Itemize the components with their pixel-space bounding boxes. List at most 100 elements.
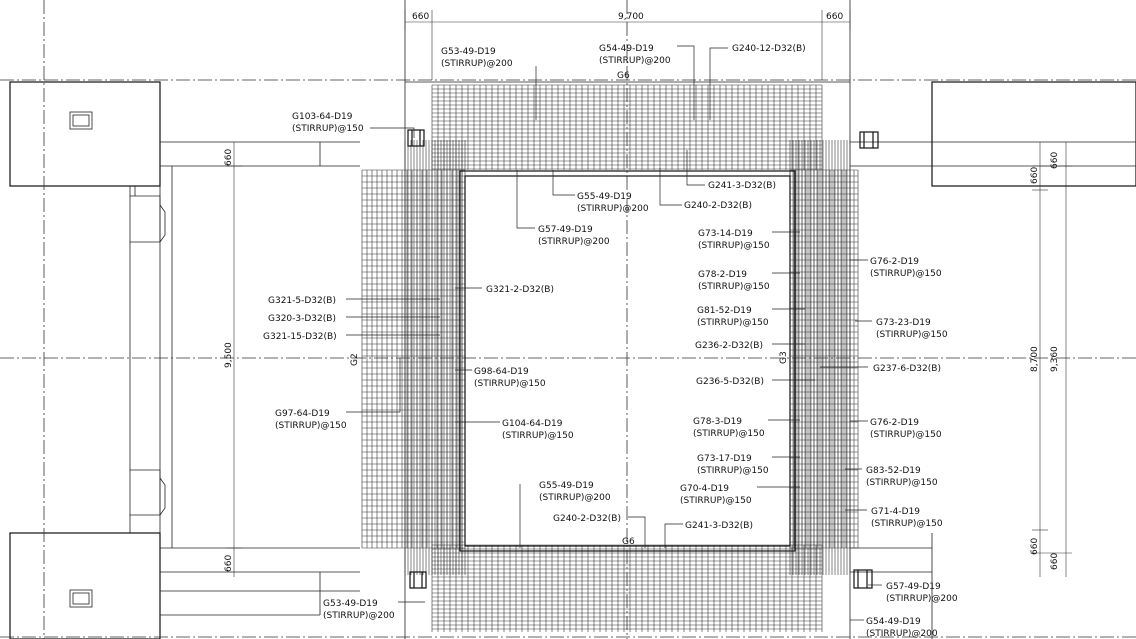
rebar-left-column (404, 140, 466, 575)
callout-bar-mark: G76-2-D19 (870, 257, 919, 267)
dim-top-mid: 9,700 (618, 12, 644, 22)
rebar-callout: G240-2-D32(B) (659, 168, 752, 211)
callout-bar-mark: G240-12-D32(B) (732, 44, 806, 54)
callout-bar-mark: G81-52-D19 (697, 306, 752, 316)
rebar-callout: G53-49-D19(STIRRUP)@200 (441, 47, 537, 120)
gridline-labels: G6 G6 G2 G3 (350, 71, 789, 547)
callout-bar-mark: G241-3-D32(B) (708, 181, 776, 191)
rebar-callout: G55-49-D19(STIRRUP)@200 (519, 481, 611, 548)
callout-bar-mark: G76-2-D19 (870, 418, 919, 428)
callout-stirrup-spacing: (STIRRUP)@200 (323, 611, 395, 621)
callout-stirrup-spacing: (STIRRUP)@200 (538, 237, 610, 247)
callout-stirrup-spacing: (STIRRUP)@200 (577, 204, 649, 214)
callout-bar-mark: G57-49-D19 (886, 582, 941, 592)
dim-left-top: 660 (224, 149, 234, 166)
callout-bar-mark: G54-49-D19 (599, 44, 654, 54)
rebar-callout: G236-5-D32(B) (696, 377, 815, 387)
rebar-callout: G321-2-D32(B) (455, 285, 554, 295)
structure-outline (9, 0, 1136, 639)
rebar-callout: G81-52-D19(STIRRUP)@150 (697, 306, 805, 328)
callout-stirrup-spacing: (STIRRUP)@200 (441, 59, 513, 69)
rebar-callout: G241-3-D32(B) (664, 521, 753, 548)
rebar-callout: G73-14-D19(STIRRUP)@150 (698, 229, 800, 251)
callout-leader (709, 47, 728, 120)
callout-leader (686, 150, 705, 186)
dim-right-mid-a: 8,700 (1030, 346, 1040, 372)
callout-bar-mark: G73-23-D19 (876, 318, 931, 328)
rebar-callout: G240-12-D32(B) (709, 44, 806, 120)
callout-bar-mark: G54-49-D19 (866, 617, 921, 627)
rebar-callout: G78-2-D19(STIRRUP)@150 (698, 270, 800, 292)
callout-stirrup-spacing: (STIRRUP)@150 (693, 429, 765, 439)
dim-top-left: 660 (412, 12, 429, 22)
callout-stirrup-spacing: (STIRRUP)@150 (871, 519, 943, 529)
rebar-right-column (789, 140, 851, 575)
callout-bar-mark: G104-64-D19 (502, 419, 563, 429)
rebar-callout: G240-2-D32(B) (553, 514, 646, 548)
rebar-callout: G73-17-D19 (STIRRUP)@150 (697, 454, 800, 476)
callout-bar-mark: G103-64-D19 (292, 112, 353, 122)
rebar-callout: G98-64-D19(STIRRUP)@150 (455, 367, 546, 389)
rebar-callout: G57-49-D19 (STIRRUP)@200 (868, 582, 958, 604)
callout-stirrup-spacing: (STIRRUP)@150 (698, 282, 770, 292)
rebar-left-band (361, 169, 465, 549)
callout-bar-mark: G70-4-D19 (680, 484, 729, 494)
dim-right-top-b: 660 (1050, 152, 1060, 169)
callout-bar-mark: G321-5-D32(B) (268, 296, 336, 306)
callout-bar-mark: G241-3-D32(B) (685, 521, 753, 531)
callout-bar-mark: G53-49-D19 (323, 599, 378, 609)
callout-bar-mark: G73-17-D19 (697, 454, 752, 464)
callout-bar-mark: G320-3-D32(B) (268, 314, 336, 324)
callout-stirrup-spacing: (STIRRUP)@150 (292, 124, 364, 134)
rebar-callout: G54-49-D19(STIRRUP)@200 (599, 44, 695, 120)
rebar-right-band (789, 169, 859, 549)
rebar-callout: G97-64-D19(STIRRUP)@150 (275, 358, 401, 431)
rebar-callout: G103-64-D19 (STIRRUP)@150 (292, 112, 415, 138)
dim-right-mid-b: 9,360 (1050, 346, 1060, 372)
rebar-callout: G73-23-D19(STIRRUP)@150 (855, 318, 948, 340)
callout-bar-mark: G55-49-D19 (577, 192, 632, 202)
callout-bar-mark: G78-3-D19 (693, 417, 742, 427)
gridline-g6-bottom: G6 (622, 537, 635, 547)
callout-stirrup-spacing: (STIRRUP)@150 (680, 496, 752, 506)
callout-leader (370, 127, 415, 138)
callout-bar-mark: G57-49-D19 (538, 225, 593, 235)
callout-bar-mark: G240-2-D32(B) (553, 514, 621, 524)
callout-bar-mark: G240-2-D32(B) (684, 201, 752, 211)
gridline-g3: G3 (779, 351, 789, 364)
rebar-top-band (431, 84, 823, 170)
callout-bar-mark: G236-5-D32(B) (696, 377, 764, 387)
rebar-callout: G83-52-D19(STIRRUP)@150 (845, 466, 938, 488)
rebar-callout: G76-2-D19(STIRRUP)@150 (850, 257, 942, 279)
dim-top-right: 660 (826, 12, 843, 22)
rebar-callout: G55-49-D19 (STIRRUP)@200 (552, 170, 649, 214)
callout-bar-mark: G98-64-D19 (474, 367, 529, 377)
gridline-g2: G2 (350, 353, 360, 366)
callout-stirrup-spacing: (STIRRUP)@200 (886, 594, 958, 604)
callout-stirrup-spacing: (STIRRUP)@150 (697, 466, 769, 476)
rebar-grid (361, 84, 859, 632)
callout-stirrup-spacing: (STIRRUP)@150 (866, 478, 938, 488)
dimension-lines (226, 10, 1072, 577)
dim-left-bottom: 660 (224, 555, 234, 572)
inner-opening (464, 175, 791, 547)
callout-leader (659, 168, 682, 206)
inner-opening-edge (459, 170, 796, 552)
callout-leader (677, 45, 695, 120)
rebar-callout: G78-3-D19 (STIRRUP)@150 (693, 417, 800, 439)
callout-bar-mark: G237-6-D32(B) (873, 364, 941, 374)
callout-bar-mark: G321-15-D32(B) (263, 332, 337, 342)
rebar-callouts: G53-49-D19(STIRRUP)@200G54-49-D19(STIRRU… (263, 44, 958, 639)
rebar-callout: G76-2-D19(STIRRUP)@150 (850, 418, 942, 440)
callout-stirrup-spacing: (STIRRUP)@150 (502, 431, 574, 441)
callout-leader (346, 358, 401, 413)
gridline-g6-top: G6 (617, 71, 630, 81)
rebar-callout: G70-4-D19 (STIRRUP)@150 (680, 484, 800, 506)
rebar-callout: G321-15-D32(B) (263, 332, 440, 342)
callout-stirrup-spacing: (STIRRUP)@200 (539, 493, 611, 503)
callout-leader (552, 170, 575, 196)
rebar-callout: G57-49-D19 (STIRRUP)@200 (516, 170, 610, 247)
rebar-callout: G241-3-D32(B) (686, 150, 776, 191)
dim-right-bottom-b: 660 (1050, 553, 1060, 570)
